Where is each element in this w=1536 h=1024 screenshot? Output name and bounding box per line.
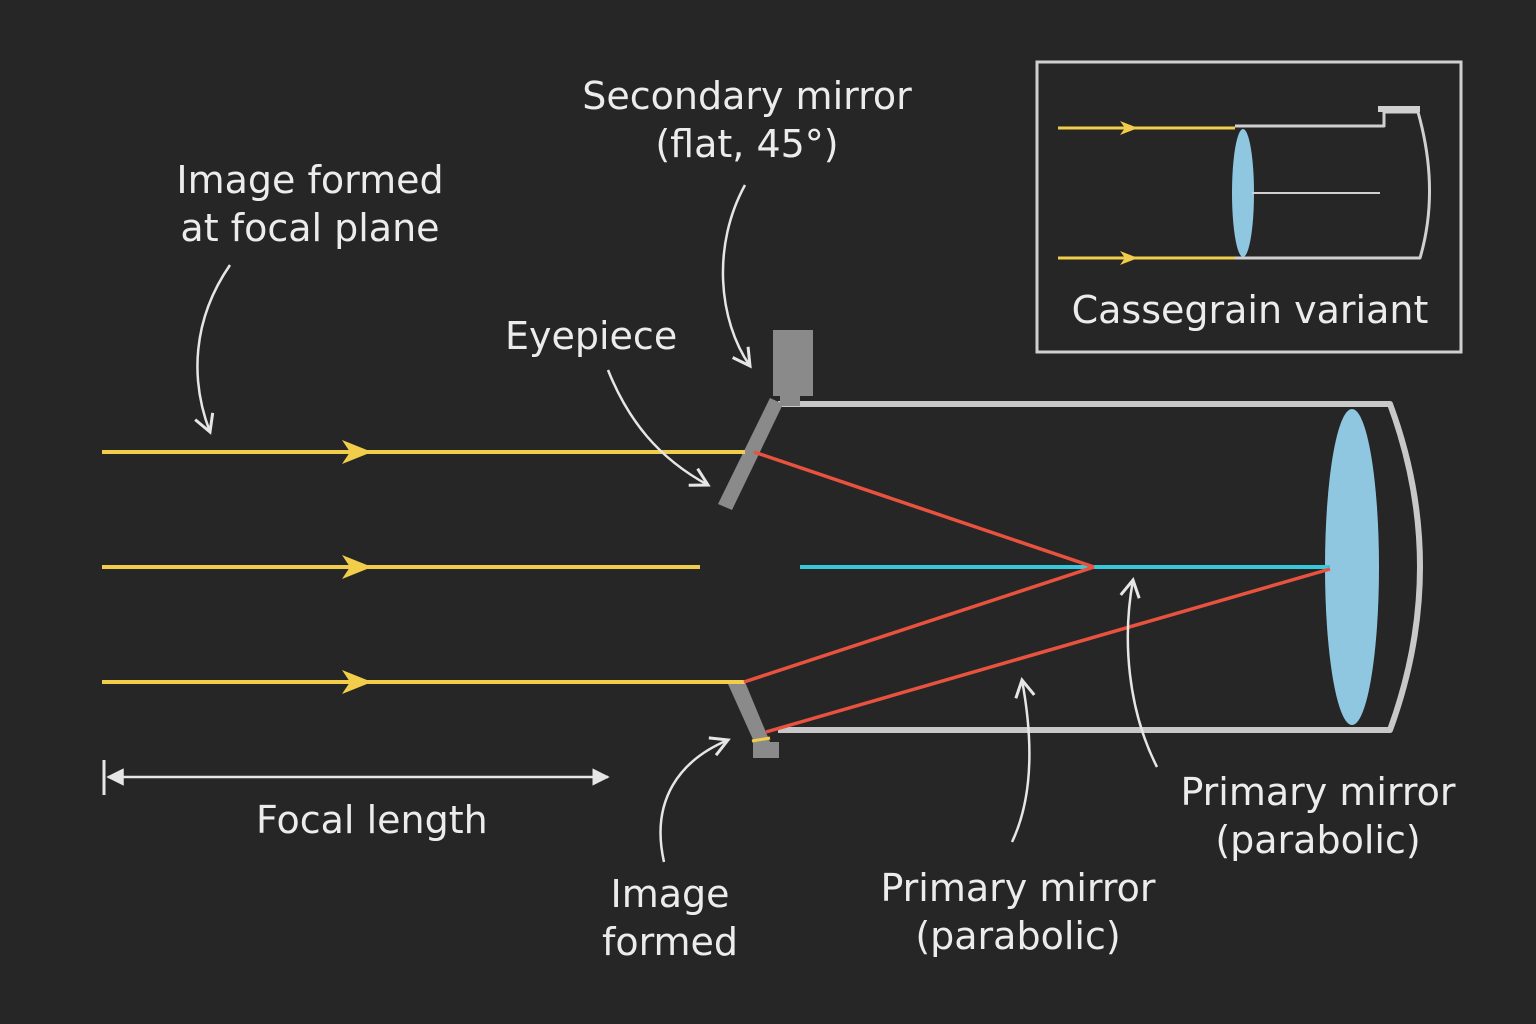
inset-caption: Cassegrain variant (1071, 288, 1429, 332)
focal-length-dimension (102, 760, 610, 795)
inset-tube (1235, 106, 1432, 260)
eyepiece-mount-neck (780, 394, 800, 406)
leader-arrows (194, 184, 1159, 863)
image-focal-plane-label: Image formed at focal plane (176, 158, 444, 250)
arrow-icon (1120, 121, 1138, 135)
inset-rays (1058, 121, 1235, 265)
incoming-rays (102, 440, 1330, 694)
primary-mirror (1325, 409, 1379, 725)
arrow-icon (342, 440, 372, 464)
lower-mirror-base (753, 742, 779, 758)
arrow-icon (342, 555, 372, 579)
arrow-icon (342, 670, 372, 694)
secondary-mirror (718, 398, 783, 510)
eyepiece-mount (773, 330, 813, 396)
inset-frame (1035, 60, 1463, 354)
primary-mirror-lower-label: Primary mirror (parabolic) (880, 866, 1156, 958)
eyepiece-label: Eyepiece (505, 314, 678, 358)
telescope-tube (778, 401, 1423, 733)
secondary-mirror-label: Secondary mirror (flat, 45°) (582, 74, 912, 166)
arrow-icon (1120, 251, 1138, 265)
reflected-rays (743, 450, 1331, 734)
lower-mirror (728, 682, 770, 744)
image-formed-label: Image formed (601, 872, 739, 964)
lower-mirror-highlight (751, 736, 771, 743)
cassegrain-inset (1035, 60, 1463, 354)
focal-length-label: Focal length (256, 798, 488, 842)
primary-mirror-right-label: Primary mirror (parabolic) (1180, 770, 1456, 862)
inset-mirror (1232, 129, 1254, 257)
